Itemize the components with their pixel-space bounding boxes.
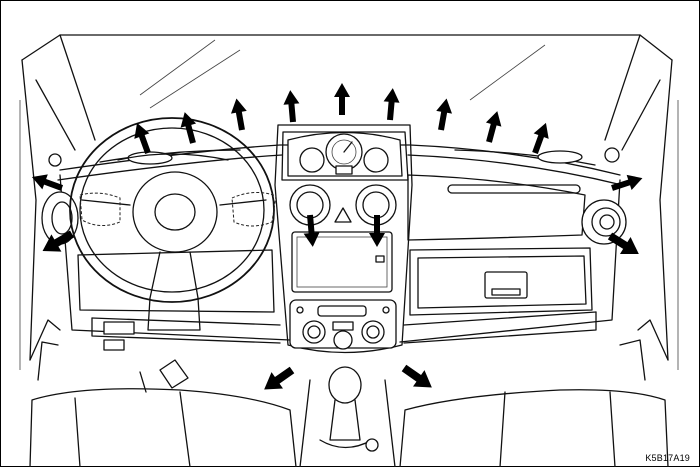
airflow-arrow bbox=[532, 122, 549, 155]
lower-cabin bbox=[29, 319, 669, 467]
airflow-arrow bbox=[607, 232, 639, 255]
airflow-arrow bbox=[303, 214, 320, 247]
airflow-arrow bbox=[31, 174, 64, 191]
airflow-arrow bbox=[283, 90, 300, 123]
airflow-arrows bbox=[31, 83, 643, 390]
right-side-vent bbox=[581, 147, 627, 245]
figure-code: K5B17A19 bbox=[645, 453, 690, 463]
airflow-arrow bbox=[42, 230, 74, 252]
center-stack bbox=[274, 124, 413, 354]
cabin-frame bbox=[19, 34, 679, 370]
steering-wheel bbox=[69, 117, 277, 331]
airflow-arrow bbox=[436, 98, 453, 131]
airflow-arrow bbox=[383, 88, 400, 121]
airflow-arrow bbox=[485, 111, 502, 143]
airflow-arrow bbox=[230, 98, 247, 131]
airflow-arrow bbox=[611, 174, 643, 191]
airflow-arrow bbox=[134, 122, 151, 155]
airflow-arrow bbox=[180, 112, 197, 144]
airflow-arrow bbox=[264, 366, 295, 390]
airflow-arrow bbox=[401, 364, 432, 388]
airflow-arrow bbox=[369, 215, 385, 247]
airflow-arrow bbox=[334, 83, 350, 115]
